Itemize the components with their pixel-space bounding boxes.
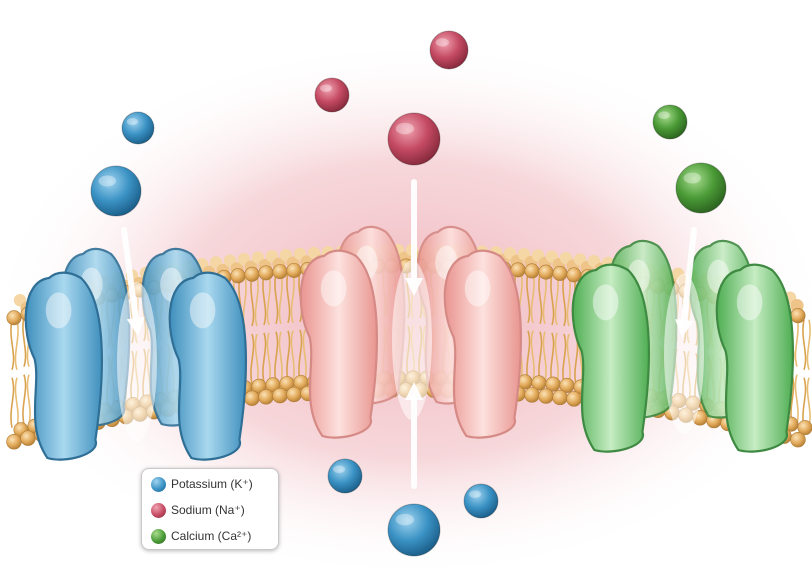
legend-label-sodium: Sodium (Na⁺) bbox=[171, 503, 245, 517]
potassium-ion-icon bbox=[151, 477, 166, 492]
lipid-head bbox=[791, 308, 805, 322]
sodium-ion-icon bbox=[151, 503, 166, 518]
calcium-ion bbox=[653, 105, 687, 139]
lipid-head bbox=[231, 269, 245, 283]
lipid-head bbox=[525, 264, 539, 278]
lipid-head bbox=[539, 265, 553, 279]
lipid-head bbox=[525, 388, 540, 403]
lipid-head bbox=[245, 391, 260, 406]
potassium-ion bbox=[388, 504, 440, 556]
lipid-head bbox=[273, 388, 288, 403]
channel-highlight bbox=[46, 292, 72, 328]
lipid-head bbox=[7, 434, 22, 449]
legend-item-sodium: Sodium (Na⁺) bbox=[151, 500, 245, 520]
lipid-head bbox=[259, 266, 273, 280]
lipid-head bbox=[539, 389, 554, 404]
legend-label-potassium: Potassium (K⁺) bbox=[171, 477, 253, 491]
sodium-ion bbox=[430, 31, 468, 69]
legend-item-potassium: Potassium (K⁺) bbox=[151, 474, 253, 494]
legend-label-calcium: Calcium (Ca²⁺) bbox=[171, 529, 251, 543]
sodium-ion bbox=[315, 78, 349, 112]
channel-highlight bbox=[737, 284, 763, 320]
lipid-head bbox=[245, 267, 259, 281]
potassium-ion bbox=[328, 459, 362, 493]
lipid-head bbox=[259, 389, 274, 404]
potassium-ion bbox=[464, 484, 498, 518]
lipid-head bbox=[273, 264, 287, 278]
potassium-ion bbox=[122, 112, 154, 144]
channel-highlight bbox=[190, 292, 216, 328]
lipid-head bbox=[553, 390, 568, 405]
sodium-ion bbox=[388, 113, 440, 165]
lipid-head bbox=[553, 266, 567, 280]
legend: Potassium (K⁺) Sodium (Na⁺) Calcium (Ca²… bbox=[141, 468, 279, 550]
calcium-ion bbox=[676, 163, 726, 213]
potassium-ion bbox=[91, 166, 141, 216]
lipid-head bbox=[287, 387, 302, 402]
channel-highlight bbox=[321, 270, 347, 306]
channel-highlight bbox=[593, 284, 619, 320]
lipid-head bbox=[567, 391, 582, 406]
lipid-head bbox=[21, 431, 36, 446]
legend-item-calcium: Calcium (Ca²⁺) bbox=[151, 526, 251, 546]
lipid-head bbox=[7, 311, 21, 325]
lipid-head bbox=[287, 263, 301, 277]
calcium-ion-icon bbox=[151, 529, 166, 544]
channel-highlight bbox=[465, 270, 491, 306]
lipid-head bbox=[791, 432, 806, 447]
